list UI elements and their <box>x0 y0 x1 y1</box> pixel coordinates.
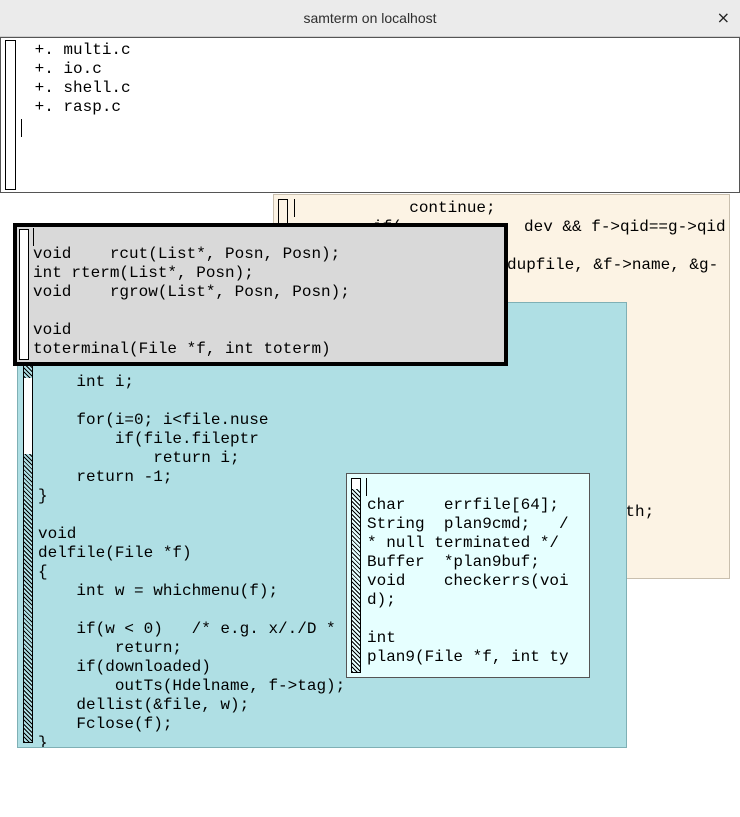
gray-scrollbar[interactable] <box>19 229 29 360</box>
window-title: samterm on localhost <box>303 10 437 26</box>
code-line: Buffer *plan9buf; <box>367 553 540 571</box>
code-line: } <box>38 487 48 505</box>
command-scrollbar[interactable] <box>5 40 16 190</box>
code-line: void rgrow(List*, Posn, Posn); <box>33 283 350 301</box>
text-cursor <box>294 199 295 217</box>
code-line: for(i=0; i<file.nuse <box>76 411 269 429</box>
code-line: void <box>33 321 72 339</box>
yellow-fragment-2: dev && f->qid==g->qid <box>524 218 726 236</box>
code-line: dellist(&file, w); <box>76 696 250 714</box>
blue-scroll-thumb[interactable] <box>24 378 32 454</box>
code-line: +. shell.c <box>34 79 131 97</box>
text-cursor <box>366 478 367 496</box>
code-line: return; <box>114 639 183 657</box>
code-line: continue; <box>409 199 496 217</box>
code-line: if(w < 0) /* e.g. x/./D * <box>76 620 336 638</box>
command-text[interactable]: +. multi.c +. io.c +. shell.c +. rasp.c <box>25 41 131 117</box>
close-icon[interactable]: × <box>716 8 730 27</box>
code-line: plan9(File *f, int ty <box>367 648 569 666</box>
code-line: if(file.fileptr <box>114 430 259 448</box>
code-line: toterminal(File *f, int toterm) <box>33 340 331 358</box>
code-line: d); <box>367 591 396 609</box>
code-line: +. rasp.c <box>25 98 122 116</box>
code-line: +. multi.c <box>34 41 131 59</box>
blue-scrollbar[interactable] <box>23 307 33 743</box>
code-line: Fclose(f); <box>76 715 173 733</box>
title-bar: samterm on localhost × <box>0 0 740 37</box>
code-line: int <box>367 629 396 647</box>
code-line: outTs(Hdelname, f->tag); <box>114 677 346 695</box>
code-line: return i; <box>153 449 240 467</box>
code-line: * null terminated */ <box>367 534 560 552</box>
code-line: String plan9cmd; / <box>367 515 569 533</box>
code-line: int w = whichmenu(f); <box>76 582 279 600</box>
code-line: void rcut(List*, Posn, Posn); <box>33 245 341 263</box>
code-line: void <box>38 525 77 543</box>
blue-text[interactable]: int i; for(i=0; i<file.nuse if(file.file… <box>38 335 346 748</box>
text-cursor <box>33 228 34 246</box>
file-window-gray[interactable]: void rcut(List*, Posn, Posn); int rterm(… <box>13 223 508 366</box>
yellow-fragment-3: dupfile, &f->name, &g- <box>507 256 719 274</box>
text-cursor <box>21 119 22 137</box>
code-line: char errfile[64]; <box>367 496 560 514</box>
code-line: delfile(File *f) <box>38 544 192 562</box>
cyan-text[interactable]: char errfile[64]; String plan9cmd; / * n… <box>367 496 569 667</box>
cyan-scrollbar[interactable] <box>351 478 361 673</box>
code-line: { <box>38 563 48 581</box>
code-line: +. io.c <box>34 60 102 78</box>
cyan-scroll-thumb[interactable] <box>352 479 360 489</box>
code-line: void checkerrs(voi <box>367 572 569 590</box>
code-line: int rterm(List*, Posn); <box>33 264 254 282</box>
code-line: if(downloaded) <box>76 658 211 676</box>
code-line: return -1; <box>76 468 173 486</box>
code-line: int i; <box>76 373 135 391</box>
command-window[interactable]: +. multi.c +. io.c +. shell.c +. rasp.c <box>0 37 740 193</box>
code-line: } <box>38 734 48 748</box>
file-window-cyan[interactable]: char errfile[64]; String plan9cmd; / * n… <box>346 473 590 678</box>
gray-text[interactable]: void rcut(List*, Posn, Posn); int rterm(… <box>33 245 350 359</box>
